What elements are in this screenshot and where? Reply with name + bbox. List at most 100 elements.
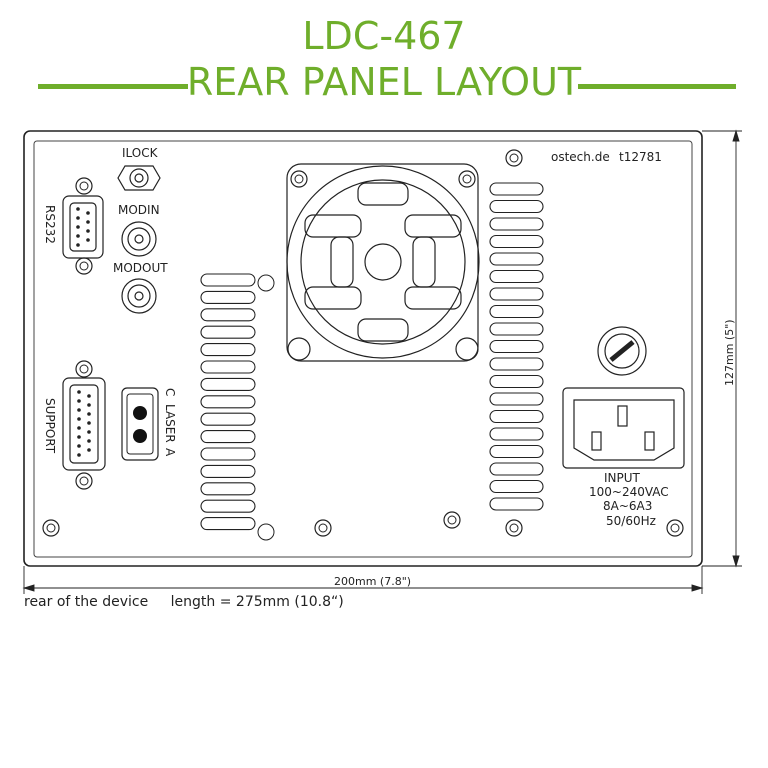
vent-slot <box>489 357 544 371</box>
screw <box>75 360 93 378</box>
vent-slot <box>489 497 544 511</box>
screw-head <box>462 174 472 184</box>
vent-slot <box>489 409 544 424</box>
screw <box>75 177 93 195</box>
vent-slots-right <box>489 182 544 511</box>
vent-slot <box>200 290 256 304</box>
laser-label: LASER <box>163 404 177 443</box>
pin <box>87 421 91 425</box>
height-dimension-label: 127mm (5") <box>723 319 736 386</box>
screw <box>443 511 461 529</box>
laser-c-label: C <box>163 388 177 396</box>
vent-slot <box>489 374 544 389</box>
vent-slot <box>489 462 544 476</box>
pin <box>86 220 90 224</box>
vent-slot <box>489 392 544 406</box>
vent-slot <box>489 304 544 319</box>
vent-slot <box>489 339 544 354</box>
vent-slot <box>489 444 544 459</box>
input-voltage: 100~240VAC <box>589 485 669 499</box>
modin-label: MODIN <box>118 203 160 217</box>
vent-slot <box>489 479 544 494</box>
laser-a-label: A <box>163 448 177 457</box>
pin <box>87 403 91 407</box>
vent-slot <box>200 325 256 339</box>
modin-bnc-connector <box>121 221 157 257</box>
pin <box>87 394 91 398</box>
input-frequency: 50/60Hz <box>606 514 656 528</box>
power-inlet <box>562 387 685 469</box>
vent-slot <box>489 217 544 231</box>
screw <box>42 519 60 537</box>
pin <box>86 229 90 233</box>
pin <box>77 417 81 421</box>
vent-slot <box>489 252 544 266</box>
vent-hole <box>257 274 275 292</box>
input-label: INPUT <box>604 471 641 485</box>
vent-slot <box>200 273 256 287</box>
screw-head <box>670 523 680 533</box>
pin <box>87 439 91 443</box>
rs232-pins <box>76 207 90 247</box>
screw <box>75 257 93 275</box>
screw <box>75 472 93 490</box>
laser-connector <box>121 387 159 461</box>
screw-head <box>509 523 519 533</box>
screw <box>666 519 684 537</box>
ilock-label: ILOCK <box>122 146 159 160</box>
vent-slot <box>200 360 256 374</box>
width-dimension-label: 200mm (7.8") <box>334 575 411 588</box>
vent-slot <box>200 482 256 496</box>
fan-mount-hole <box>455 337 479 361</box>
title-rule-left <box>38 84 188 89</box>
pin <box>76 207 80 211</box>
fuse-holder <box>597 326 647 376</box>
screw <box>314 519 332 537</box>
code-label: t12781 <box>619 150 662 164</box>
vent-slots-left <box>200 273 256 531</box>
screw-head <box>46 523 56 533</box>
pin <box>76 243 80 247</box>
screw-head <box>509 153 519 163</box>
vent-slot <box>200 517 256 531</box>
pin <box>77 408 81 412</box>
pin <box>77 426 81 430</box>
fan-mount-hole <box>287 337 311 361</box>
pin <box>86 238 90 242</box>
panel-outline <box>23 130 703 567</box>
pin <box>77 453 81 457</box>
vent-slot <box>200 430 256 444</box>
vent-slot <box>200 499 256 513</box>
screw <box>458 170 476 188</box>
pin <box>76 234 80 238</box>
pin <box>77 399 81 403</box>
pin <box>77 435 81 439</box>
modout-bnc-connector <box>121 278 157 314</box>
screw <box>505 519 523 537</box>
fan-grill <box>286 163 480 362</box>
height-dimension <box>702 129 742 568</box>
width-dimension <box>22 566 704 594</box>
screw-head <box>79 261 89 271</box>
vent-slot <box>489 199 544 214</box>
vent-slot <box>200 447 256 461</box>
pin <box>77 444 81 448</box>
pin <box>76 225 80 229</box>
panel-inner-outline <box>33 140 693 558</box>
screw <box>505 149 523 167</box>
vent-slot <box>200 343 256 357</box>
screw <box>290 170 308 188</box>
screw-head <box>294 174 304 184</box>
caption-length: length = 275mm (10.8“) <box>170 594 344 610</box>
vent-slot <box>200 308 256 322</box>
screw-head <box>447 515 457 525</box>
screw-head <box>79 476 89 486</box>
pin <box>77 390 81 394</box>
brand-label: ostech.de <box>551 150 610 164</box>
screw-head <box>318 523 328 533</box>
model-title: LDC-467 <box>302 14 466 58</box>
support-label: SUPPORT <box>43 398 57 454</box>
screw-head <box>79 181 89 191</box>
subtitle: REAR PANEL LAYOUT <box>186 60 582 104</box>
vent-slot <box>489 234 544 249</box>
